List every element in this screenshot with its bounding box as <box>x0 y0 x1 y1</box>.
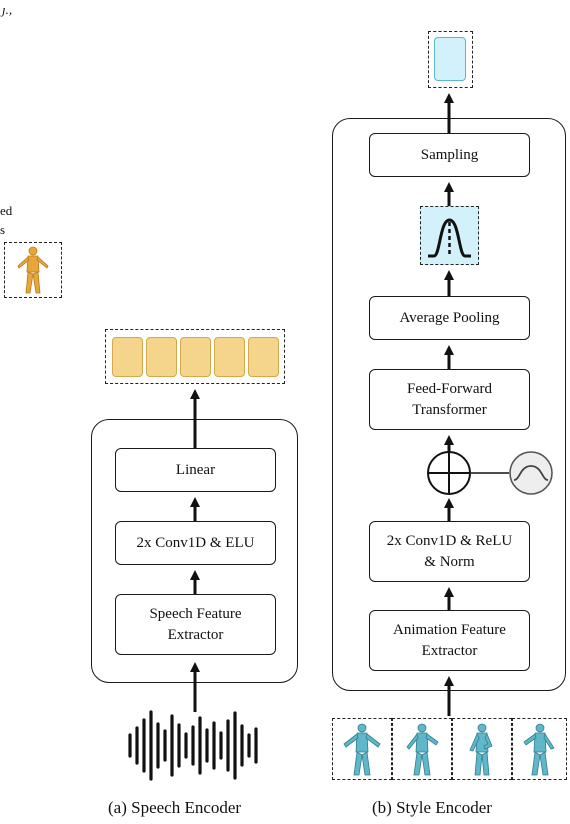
speech-output-token <box>214 337 245 377</box>
fragment-text-left-1: ed <box>0 203 13 218</box>
pose-figure <box>523 723 555 776</box>
fragment-text-top: ȷ., <box>2 2 13 17</box>
speech-conv-block: 2x Conv1D & ELU <box>115 521 276 565</box>
orange-pose-figure <box>17 246 49 294</box>
pose-figure <box>406 723 439 776</box>
style-sampling-block: Sampling <box>369 133 530 177</box>
style-encoder-caption: (b) Style Encoder <box>372 798 492 817</box>
style-output-vector <box>434 37 466 81</box>
style-average-pooling-block: Average Pooling <box>369 296 530 340</box>
speech-waveform-icon <box>128 710 258 781</box>
pose-frame <box>392 718 452 780</box>
speech-output-token <box>248 337 279 377</box>
speech-output-token <box>112 337 143 377</box>
style-output-frame <box>428 31 473 88</box>
speech-encoder-caption: (a) Speech Encoder <box>108 798 242 817</box>
speech-feature-extractor-block: Speech Feature Extractor <box>115 594 276 655</box>
speech-output-token <box>180 337 211 377</box>
add-operation-icon <box>427 451 471 495</box>
fragment-text-left-2: s <box>0 222 6 237</box>
pose-figure <box>343 723 381 776</box>
speech-output-frame <box>105 329 285 384</box>
fragment-pose-frame <box>4 242 62 298</box>
pose-frame <box>512 718 567 780</box>
speech-output-token <box>146 337 177 377</box>
style-animation-feature-extractor-block: Animation Feature Extractor <box>369 610 530 671</box>
positional-encoding-icon <box>509 451 553 495</box>
pose-figure <box>469 723 493 776</box>
gaussian-icon <box>428 218 471 258</box>
pose-frame <box>452 718 512 780</box>
style-ffn-transformer-block: Feed-Forward Transformer <box>369 369 530 430</box>
pose-frame <box>332 718 392 780</box>
speech-linear-block: Linear <box>115 448 276 492</box>
style-conv-norm-block: 2x Conv1D & ReLU & Norm <box>369 521 530 582</box>
